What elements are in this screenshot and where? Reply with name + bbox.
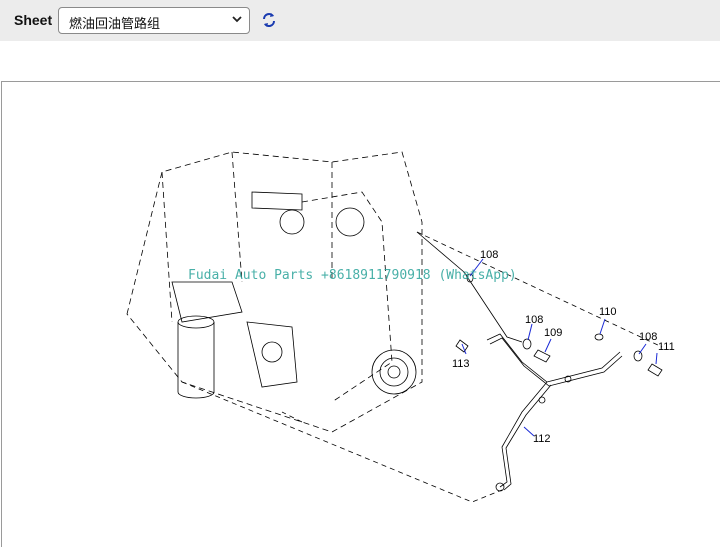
engine-fuel-return-drawing — [126, 151, 663, 503]
callout-112[interactable]: 112 — [533, 433, 551, 445]
watermark-text: Fudai Auto Parts +8618911790918 (WhatsAp… — [188, 268, 517, 283]
refresh-icon[interactable] — [260, 11, 278, 29]
sheet-label: Sheet — [14, 12, 53, 28]
callout-111[interactable]: 111 — [658, 341, 675, 353]
sheet-select[interactable]: 燃油回油管路组 — [58, 7, 250, 34]
toolbar: Sheet 燃油回油管路组 — [0, 0, 720, 41]
parts-diagram-canvas[interactable]: 108 108 109 113 110 108 111 112 Fudai Au… — [1, 81, 720, 547]
callout-108-c[interactable]: 108 — [639, 331, 658, 343]
callout-108-b[interactable]: 108 — [525, 314, 544, 326]
callout-113[interactable]: 113 — [452, 358, 470, 370]
chevron-down-icon — [232, 16, 242, 23]
callout-110[interactable]: 110 — [599, 306, 617, 318]
sheet-select-value: 燃油回油管路组 — [69, 17, 161, 32]
callout-109[interactable]: 109 — [544, 327, 563, 339]
callout-108-a[interactable]: 108 — [480, 249, 499, 261]
